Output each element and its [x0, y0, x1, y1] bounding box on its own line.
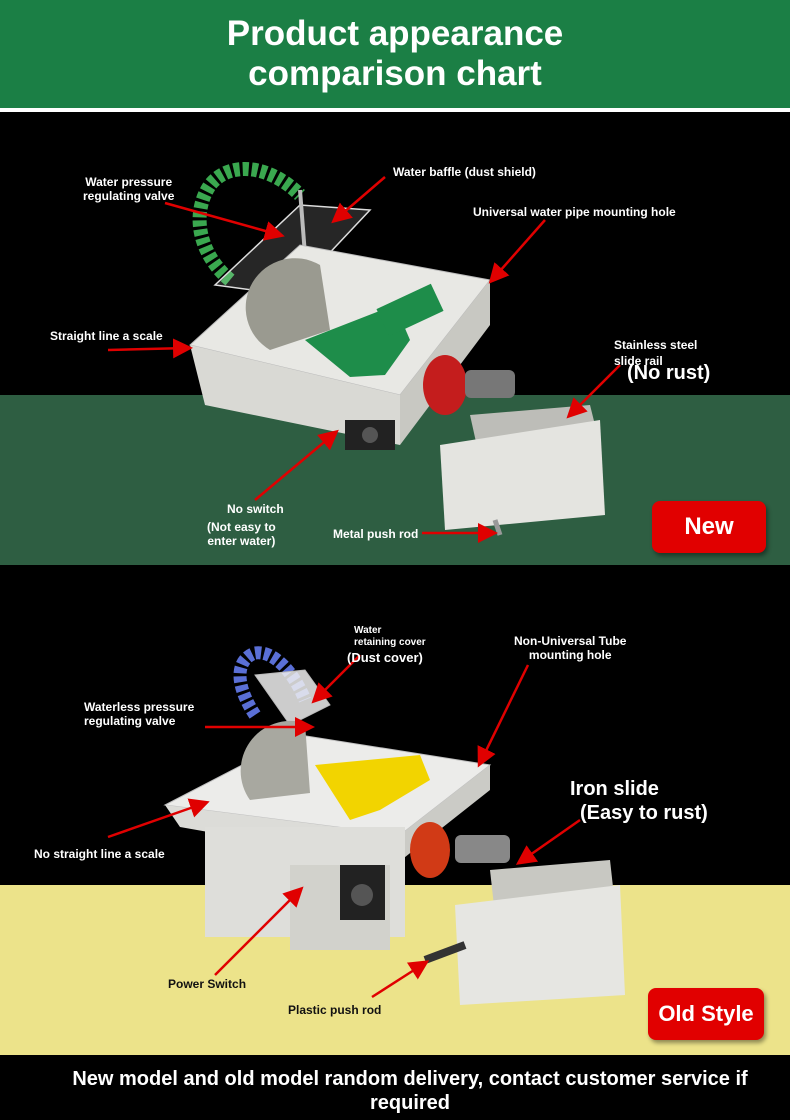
- label-water-retaining-cover: Water retaining cover: [354, 625, 426, 648]
- push-rod-icon: [423, 941, 467, 964]
- motor-icon: [423, 355, 467, 415]
- angle-guide-icon: [315, 755, 430, 820]
- old-machine-illustration: [107, 646, 625, 1005]
- label-no-rust: (No rust): [627, 362, 711, 384]
- new-model-panel: Water pressure regulating valve Water ba…: [0, 115, 790, 565]
- drill-chuck-icon: [465, 370, 515, 398]
- label-power-switch: Power Switch: [168, 977, 247, 991]
- drill-chuck-icon: [455, 835, 510, 863]
- old-style-badge: Old Style: [648, 988, 764, 1040]
- new-machine-illustration: [107, 162, 621, 543]
- label-easy-to-rust: (Easy to rust): [580, 802, 708, 824]
- label-straight-line-scale: Straight line a scale: [50, 329, 163, 343]
- page-header: Product appearance comparison chart: [0, 0, 790, 112]
- header-title-line2: comparison chart: [248, 54, 542, 93]
- header-title-line1: Product appearance: [226, 14, 564, 53]
- label-plastic-push-rod: Plastic push rod: [288, 1003, 382, 1017]
- motor-icon: [410, 822, 450, 878]
- saw-blade-icon: [240, 720, 310, 800]
- label-water-pipe-hole: Universal water pipe mounting hole: [473, 205, 676, 219]
- footer-note: New model and old model random delivery,…: [0, 1055, 790, 1120]
- label-slide-rail-line1: Stainless steel: [614, 338, 698, 352]
- new-badge: New: [652, 501, 766, 553]
- hose-icon: [192, 162, 305, 286]
- label-no-switch: No switch: [227, 502, 284, 516]
- label-slide-rail-line2: slide rail: [614, 354, 663, 368]
- saw-blade-icon: [245, 258, 330, 350]
- label-waterless-valve: Waterless pressure regulating valve: [84, 700, 195, 728]
- label-iron-slide: Iron slide: [570, 778, 659, 800]
- label-non-universal-tube: Non-Universal Tube mounting hole: [514, 634, 627, 662]
- label-no-straight-scale: No straight line a scale: [34, 847, 165, 861]
- label-metal-push-rod: Metal push rod: [333, 527, 419, 541]
- old-model-panel: Water retaining cover (Dust cover) Non-U…: [0, 565, 790, 1055]
- label-water-baffle: Water baffle (dust shield): [393, 165, 536, 179]
- label-dust-cover: (Dust cover): [347, 650, 423, 665]
- label-water-pressure-valve: Water pressure regulating valve: [83, 175, 175, 203]
- dust-cover-icon: [254, 669, 331, 726]
- label-not-easy-water: (Not easy to enter water): [207, 520, 276, 548]
